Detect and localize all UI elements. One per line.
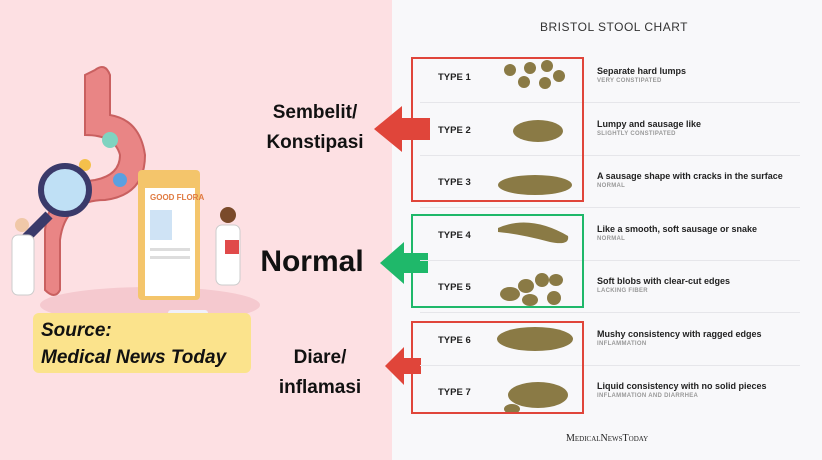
- stool-shape-icon: [500, 273, 563, 306]
- red-arrow-icon: [374, 106, 430, 152]
- gut-illustration: GOOD FLORA: [11, 65, 260, 328]
- divider: [420, 155, 800, 156]
- type-label: TYPE 7: [438, 387, 471, 398]
- magnifier-icon: [38, 163, 92, 217]
- stool-shape-icon: [513, 119, 563, 142]
- stool-type-row: TYPE 7 Liquid consistency with no solid …: [420, 367, 800, 419]
- constipation-label-line2: Konstipasi: [266, 132, 364, 153]
- diarrhea-label-line2: inflamasi: [278, 377, 362, 398]
- diarrhea-group-box: [411, 321, 584, 414]
- source-note: Source: Medical News Today: [33, 313, 251, 373]
- type-category: VERY CONSTIPATED: [597, 78, 662, 84]
- stool-type-row: TYPE 5 Soft blobs with clear-cut edges L…: [420, 262, 800, 314]
- type-label: TYPE 6: [438, 334, 471, 346]
- stool-type-row: TYPE 3 A sausage shape with cracks in th…: [420, 157, 800, 209]
- svg-text:GOOD FLORA: GOOD FLORA: [150, 193, 204, 202]
- stool-type-row: TYPE 6 Mushy consistency with ragged edg…: [420, 315, 800, 367]
- type-description: Like a smooth, soft sausage or snake: [597, 223, 758, 234]
- medical-news-today-logo: MedicalNewsToday: [566, 433, 649, 444]
- stool-shape-icon: [498, 175, 572, 195]
- divider: [420, 102, 800, 103]
- normal-group-box: [411, 214, 584, 308]
- type-label: TYPE 3: [438, 177, 471, 188]
- diarrhea-label-line1: Diare/: [293, 347, 347, 368]
- stool-type-row: TYPE 2 Lumpy and sausage like SLIGHTLY C…: [420, 105, 800, 157]
- type-description: Liquid consistency with no solid pieces: [597, 381, 767, 391]
- green-arrow-icon: [380, 242, 428, 284]
- source-name: Medical News Today: [41, 347, 227, 368]
- constipation-label: Sembelit/ Konstipasi: [255, 98, 375, 158]
- type-category: INFLAMMATION: [597, 340, 647, 347]
- type-label: TYPE 5: [438, 282, 471, 293]
- stool-type-row: TYPE 1 Separate hard lumps VERY CONSTIPA…: [420, 52, 800, 104]
- diarrhea-label: Diare/ inflamasi: [260, 343, 380, 403]
- chart-panel: [392, 0, 822, 460]
- type-label: TYPE 4: [438, 229, 471, 241]
- type-label: TYPE 2: [438, 124, 471, 136]
- normal-label: Normal: [260, 245, 364, 278]
- constipation-label-line1: Sembelit/: [272, 102, 358, 123]
- stool-shape-icon: [497, 326, 573, 351]
- red-arrow-icon: [385, 347, 421, 385]
- type-description: Lumpy and sausage like: [597, 118, 702, 129]
- type-category: NORMAL: [597, 235, 626, 242]
- type-description: Mushy consistency with ragged edges: [597, 328, 762, 339]
- stool-shape-icon: [498, 222, 569, 243]
- type-description: A sausage shape with cracks in the surfa…: [597, 171, 783, 181]
- divider: [420, 207, 800, 208]
- divider: [420, 365, 800, 366]
- divider: [420, 260, 800, 261]
- type-description: Separate hard lumps: [597, 66, 687, 76]
- stool-shape-icon: [504, 60, 565, 89]
- stool-type-row: TYPE 4 Like a smooth, soft sausage or sn…: [420, 210, 800, 262]
- stool-shape-icon: [504, 382, 568, 414]
- type-description: Soft blobs with clear-cut edges: [597, 276, 731, 286]
- source-label: Source:: [41, 320, 112, 341]
- chart-title: BRISTOL STOOL CHART: [540, 20, 688, 34]
- type-category: INFLAMMATION AND DIARRHEA: [597, 393, 699, 399]
- type-category: SLIGHTLY CONSTIPATED: [597, 130, 676, 137]
- constipation-group-box: [411, 57, 584, 202]
- type-label: TYPE 1: [438, 72, 471, 83]
- divider: [420, 312, 800, 313]
- type-category: LACKING FIBER: [597, 288, 648, 294]
- type-category: NORMAL: [597, 183, 626, 189]
